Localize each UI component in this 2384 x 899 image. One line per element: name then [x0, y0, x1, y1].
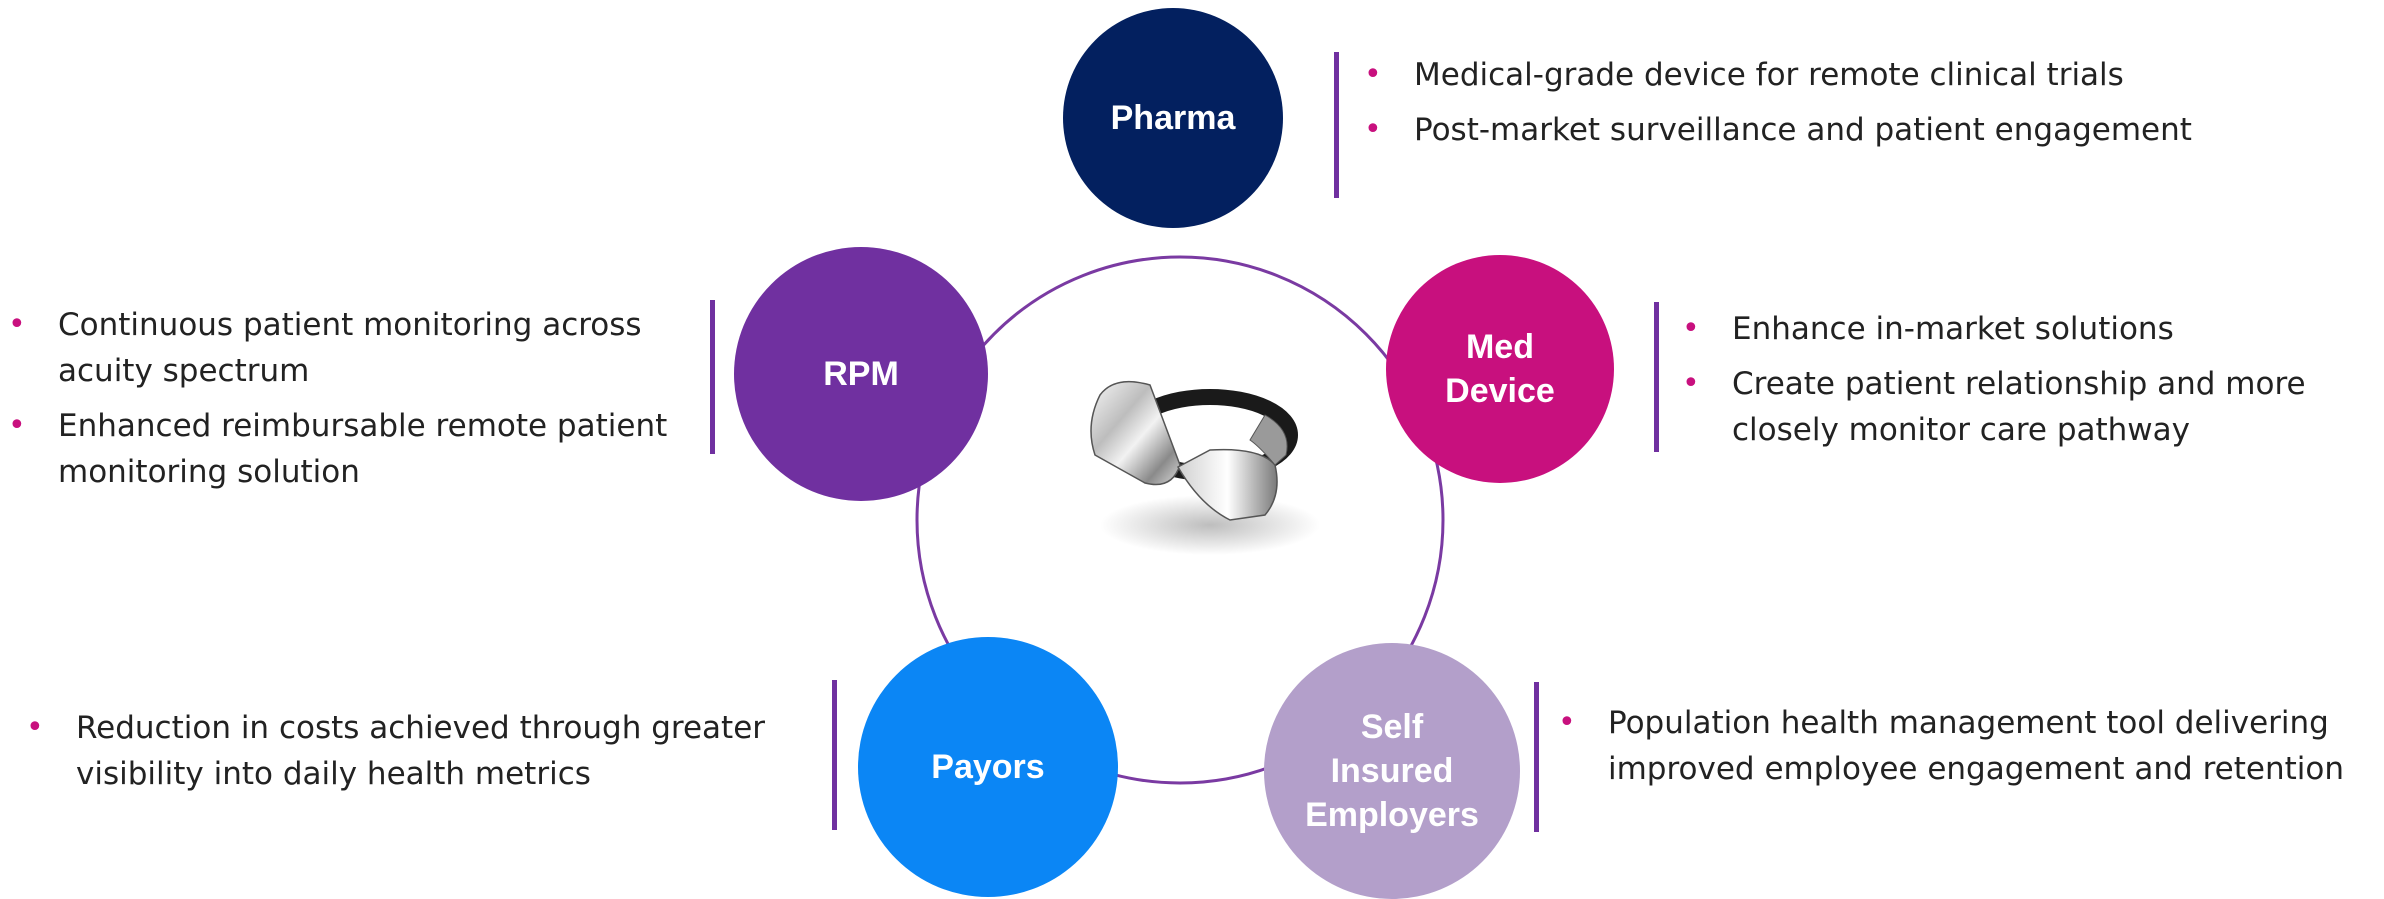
pharma-label: Pharma: [1110, 99, 1236, 137]
bullet-dot: •: [26, 710, 44, 745]
smart-ring-image: [1090, 380, 1320, 555]
self-insured-circle: Self Insured Employers: [1264, 643, 1520, 899]
bullet-item: •Enhance in-market solutions: [1680, 306, 2370, 352]
rpm-circle: RPM: [734, 247, 988, 501]
rpm-bullets: •Continuous patient monitoring across ac…: [6, 302, 696, 504]
payors-bullets: •Reduction in costs achieved through gre…: [24, 705, 814, 806]
payors-circle: Payors: [858, 637, 1118, 897]
self-insured-bullets: •Population health management tool deliv…: [1556, 700, 2366, 801]
bullet-dot: •: [1682, 311, 1700, 346]
bullet-dot: •: [8, 307, 26, 342]
payors-divider: [832, 680, 837, 830]
bullet-item: •Population health management tool deliv…: [1556, 700, 2366, 792]
payors-label: Payors: [931, 748, 1045, 786]
bullet-dot: •: [8, 408, 26, 443]
self-insured-divider: [1534, 682, 1539, 832]
bullet-dot: •: [1364, 112, 1382, 147]
bullet-item: •Enhanced reimbursable remote patient mo…: [6, 403, 696, 495]
bullet-dot: •: [1364, 57, 1382, 92]
med-device-divider: [1654, 302, 1659, 452]
med-device-bullets: •Enhance in-market solutions •Create pat…: [1680, 306, 2370, 462]
med-device-label: Med Device: [1445, 328, 1555, 410]
bullet-item: •Post-market surveillance and patient en…: [1362, 107, 2352, 153]
bullet-item: •Continuous patient monitoring across ac…: [6, 302, 696, 394]
rpm-divider: [710, 300, 715, 454]
pharma-bullets: •Medical-grade device for remote clinica…: [1362, 52, 2352, 162]
connector-circle: [915, 255, 1445, 785]
bullet-item: •Reduction in costs achieved through gre…: [24, 705, 814, 797]
pharma-divider: [1334, 52, 1339, 198]
bullet-item: •Create patient relationship and more cl…: [1680, 361, 2370, 453]
pharma-circle: Pharma: [1063, 8, 1283, 228]
rpm-label: RPM: [823, 355, 899, 393]
self-insured-label: Self Insured Employers: [1305, 708, 1479, 834]
bullet-dot: •: [1558, 705, 1576, 740]
bullet-dot: •: [1682, 366, 1700, 401]
bullet-item: •Medical-grade device for remote clinica…: [1362, 52, 2352, 98]
med-device-circle: Med Device: [1386, 255, 1614, 483]
